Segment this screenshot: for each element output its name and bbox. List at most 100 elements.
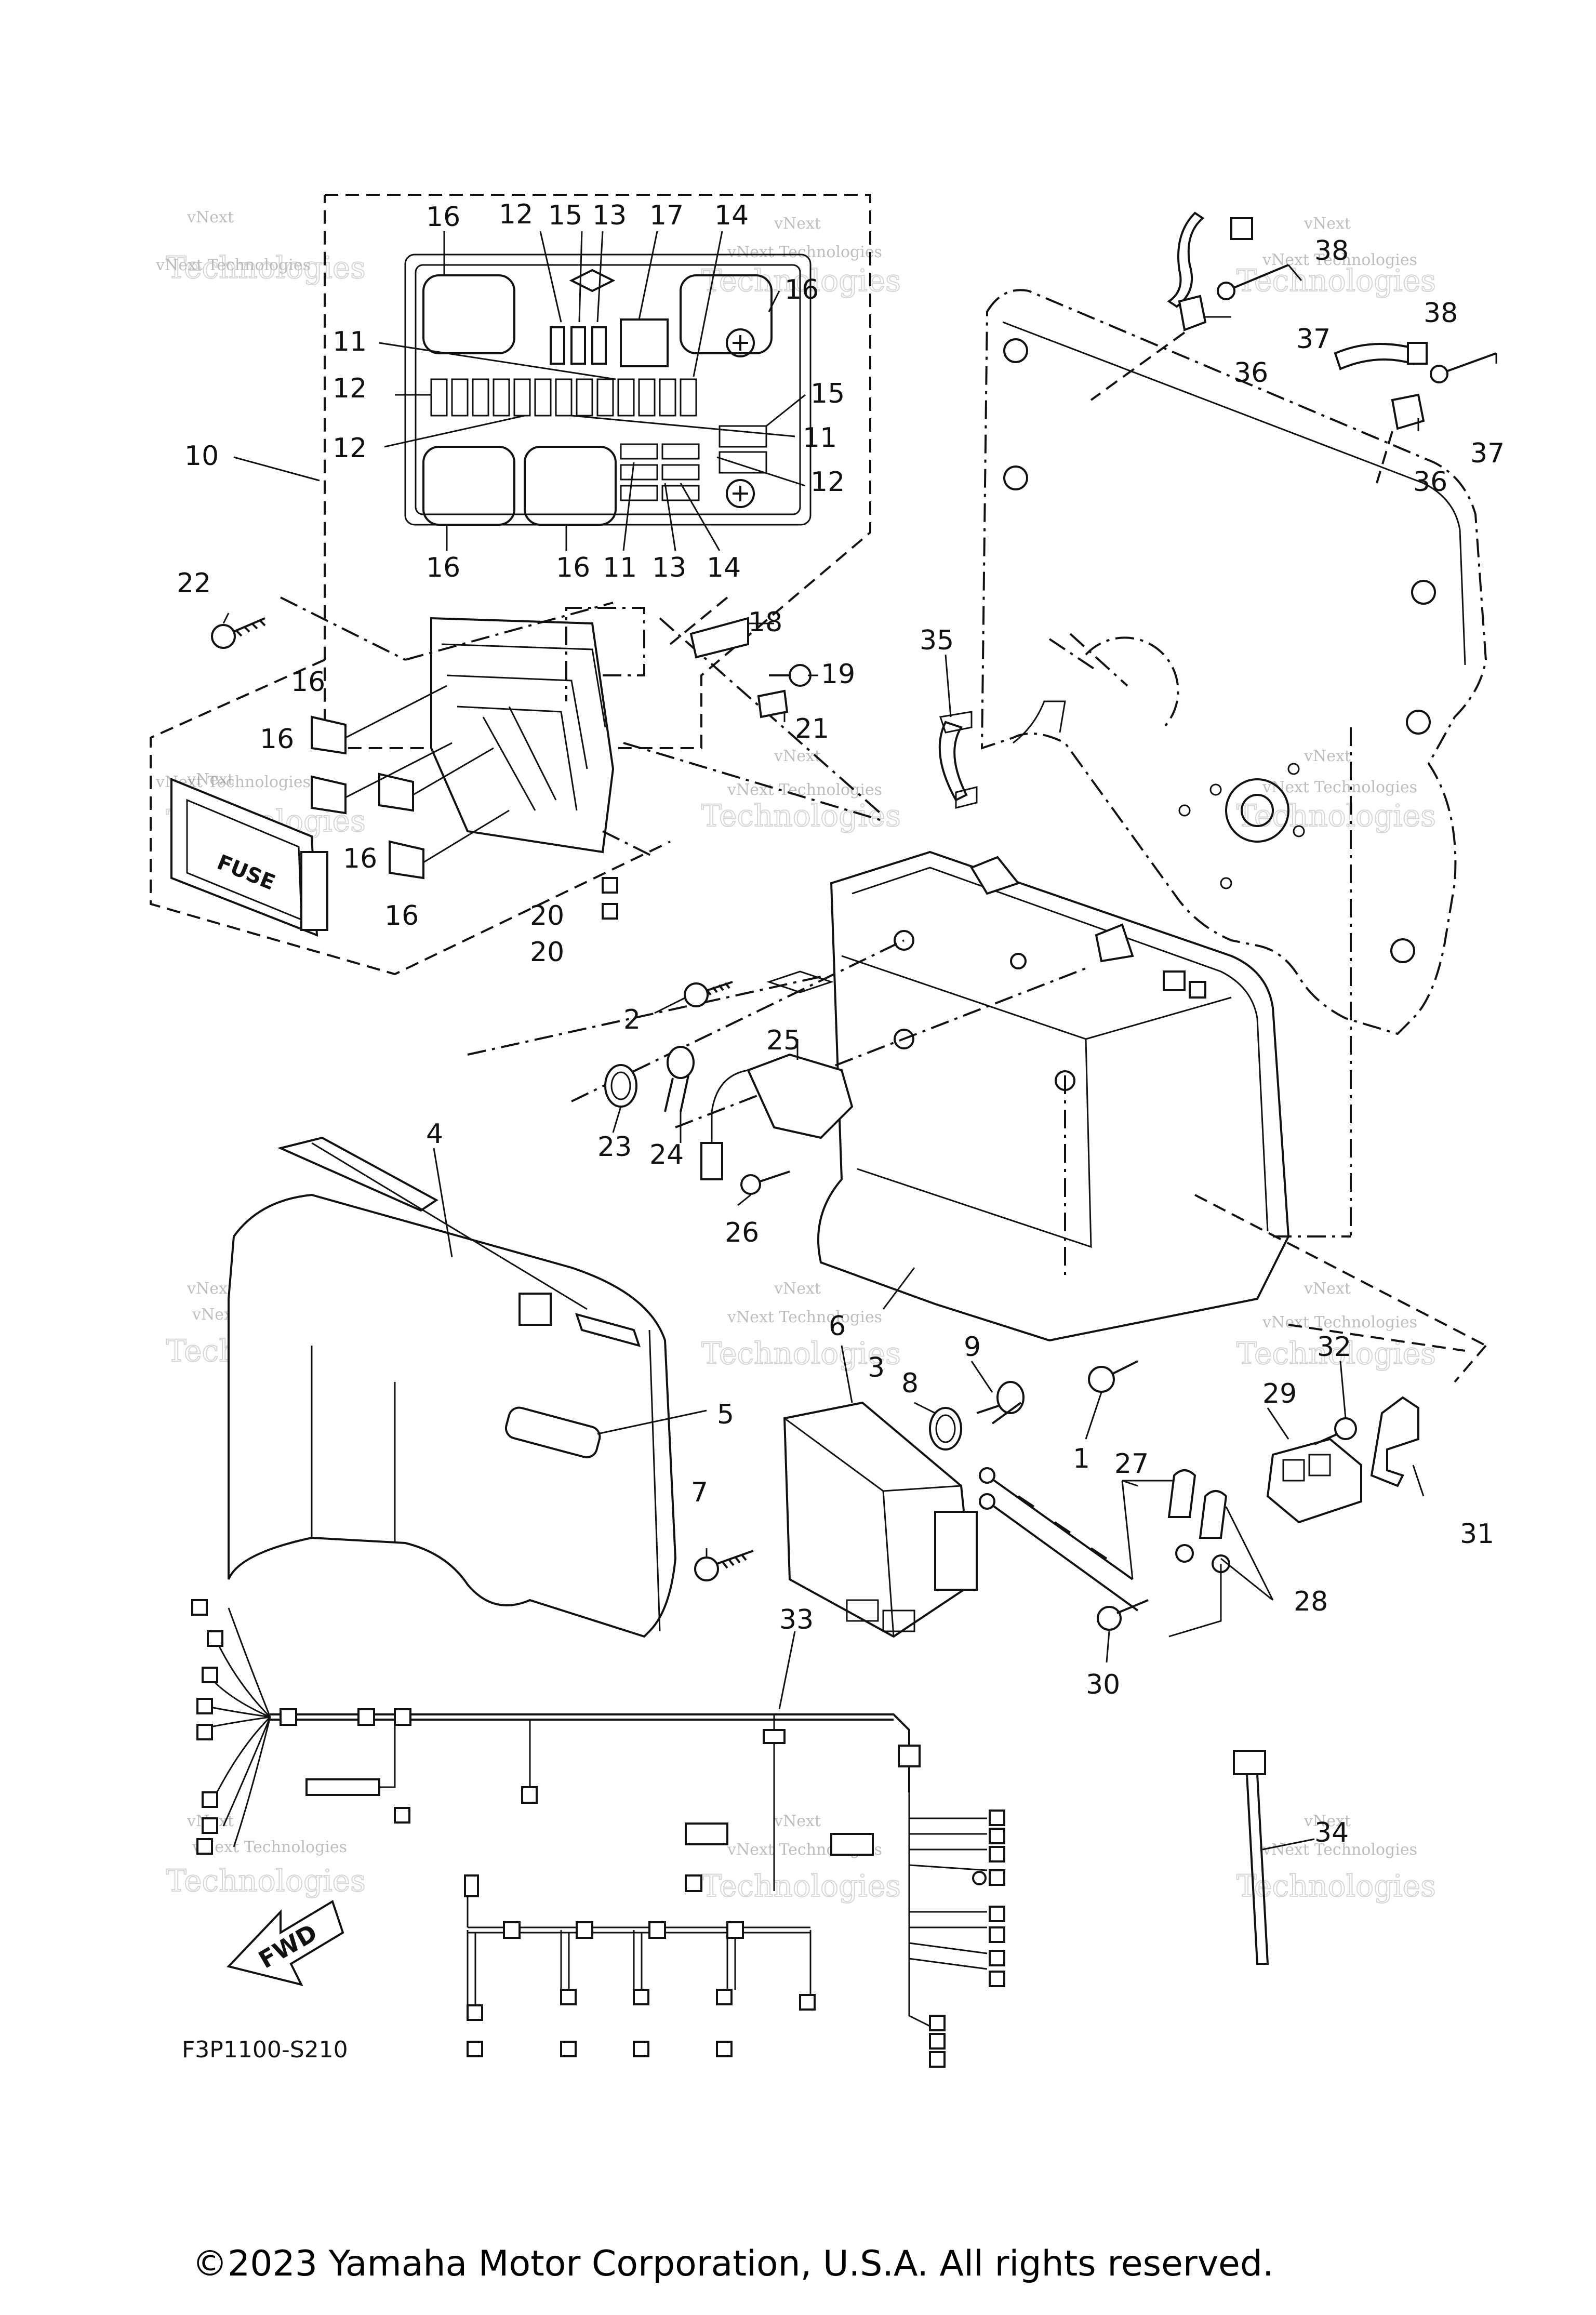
clip-21 — [757, 689, 789, 719]
collar-9 — [976, 1381, 1025, 1425]
leader-lines — [222, 231, 1497, 1851]
grommet-23 — [604, 1064, 637, 1108]
nut-20 — [602, 877, 618, 894]
relay-16-slot — [680, 274, 773, 354]
relay-16-slot — [524, 446, 617, 526]
fuse-cover — [170, 778, 318, 937]
watermark-text: vNext — [774, 1812, 821, 1830]
callout-31: 31 — [1460, 1519, 1494, 1550]
cap-28 — [1167, 1469, 1230, 1638]
callout-36: 36 — [1234, 357, 1268, 389]
fuse-box-assembly: FUSE — [150, 596, 884, 976]
label-5 — [504, 1406, 601, 1459]
callout-8: 8 — [901, 1368, 919, 1399]
callout-33: 33 — [779, 1604, 814, 1635]
callout-27: 27 — [1114, 1448, 1149, 1480]
harness-branch-right — [909, 1810, 1005, 2068]
fuse-box-dashed-boundary — [324, 194, 871, 749]
callout-numbers: 16 12 15 13 17 14 16 11 12 15 12 11 10 1… — [177, 199, 1505, 1848]
plate-inner-edge — [1002, 321, 1466, 666]
relay-16-slot — [422, 446, 515, 526]
watermark-text: vNext Technologies — [1262, 778, 1417, 796]
callout-12: 12 — [332, 373, 367, 404]
box-notch — [766, 970, 834, 993]
callout-11: 11 — [332, 326, 367, 357]
watermark-outline: Technologies — [1236, 263, 1436, 298]
watermark-text: vNext — [774, 215, 821, 233]
fwd-arrow-icon: FWD — [227, 1900, 344, 1986]
grommet-35 — [938, 721, 968, 802]
wire-27 — [979, 1467, 1139, 1612]
callout-16: 16 — [260, 724, 294, 755]
callout-37: 37 — [1296, 324, 1331, 355]
tie-head-38 — [1230, 217, 1253, 240]
fwd-arrow-shape — [227, 1900, 344, 1986]
bolt-1 — [1088, 1360, 1138, 1393]
harness-connector — [191, 1599, 223, 1855]
callout-38: 38 — [1314, 235, 1349, 267]
watermark-text: vNext Technologies — [155, 256, 311, 274]
relay-16-slot — [422, 274, 515, 354]
tie-34-head — [1233, 1750, 1266, 1775]
box-tab — [1189, 981, 1206, 999]
cover-clip — [518, 1293, 552, 1326]
callout-15: 15 — [548, 200, 582, 231]
terminal-post — [726, 328, 755, 357]
watermark-text: vNext — [187, 208, 234, 227]
callout-1: 1 — [1073, 1443, 1090, 1474]
terminal-post — [726, 479, 755, 508]
callout-29: 29 — [1262, 1378, 1297, 1409]
callout-13: 13 — [592, 200, 627, 231]
callout-7: 7 — [691, 1477, 708, 1508]
copyright-notice: ©2023 Yamaha Motor Corporation, U.S.A. A… — [192, 2243, 1274, 2284]
callout-18: 18 — [748, 607, 782, 638]
bolt-30 — [1097, 1599, 1149, 1631]
fuse-box-plate-inner — [415, 264, 801, 515]
callout-4: 4 — [426, 1119, 443, 1150]
starter-relay-group — [979, 1396, 1419, 1638]
box-tab — [1163, 970, 1186, 991]
bolt-32 — [1314, 1417, 1357, 1445]
ecu-6 — [783, 1401, 978, 1638]
cover-harness-clip — [277, 1136, 438, 1212]
fuse-assembly-dashed-boundary — [150, 659, 671, 976]
callout-25: 25 — [766, 1025, 801, 1056]
watermark-text: vNext Technologies — [1262, 1313, 1417, 1332]
callout-17: 17 — [649, 200, 684, 231]
cable-tie-34 — [1233, 1750, 1269, 1965]
bolt-2 — [684, 981, 733, 1007]
callout-16: 16 — [343, 843, 377, 874]
electrical-box-3 — [467, 727, 1487, 1383]
callout-13: 13 — [652, 552, 686, 583]
callout-24: 24 — [649, 1139, 684, 1170]
callout-19: 19 — [821, 659, 855, 690]
bolt-7 — [694, 1550, 754, 1581]
callout-21: 21 — [795, 713, 829, 744]
fuse-bracket-18 — [689, 617, 749, 659]
callout-35: 35 — [920, 625, 954, 656]
fuse-slot — [591, 326, 607, 365]
callout-3: 3 — [868, 1352, 885, 1383]
hardware-parts — [604, 981, 1138, 1451]
mounting-plate-outline — [938, 289, 1487, 1035]
watermark-text: vNext — [187, 1280, 234, 1298]
watermark-text: vNext Technologies — [727, 781, 882, 799]
cable-tie-38 — [1334, 343, 1414, 370]
watermark-group: vNext vNext Technologies Technologies vN… — [155, 208, 1437, 1904]
callout-14: 14 — [714, 200, 749, 231]
wire-clamp-group — [1090, 211, 1497, 484]
watermark-outline: Technologies — [701, 798, 901, 833]
callout-37: 37 — [1470, 438, 1505, 469]
box-tab — [970, 856, 1020, 895]
fuse-row-lower — [620, 443, 700, 501]
fuse-box-top-view — [324, 194, 871, 749]
callout-36: 36 — [1413, 467, 1447, 498]
harness-branch-bottom — [464, 1874, 816, 2057]
callout-16: 16 — [426, 202, 460, 233]
pin-37 — [1226, 264, 1289, 292]
diagram-code: F3P1100-S210 — [182, 2037, 348, 2063]
watermark-outline: Technologies — [1236, 1868, 1436, 1904]
plate-contour — [980, 289, 1487, 1035]
